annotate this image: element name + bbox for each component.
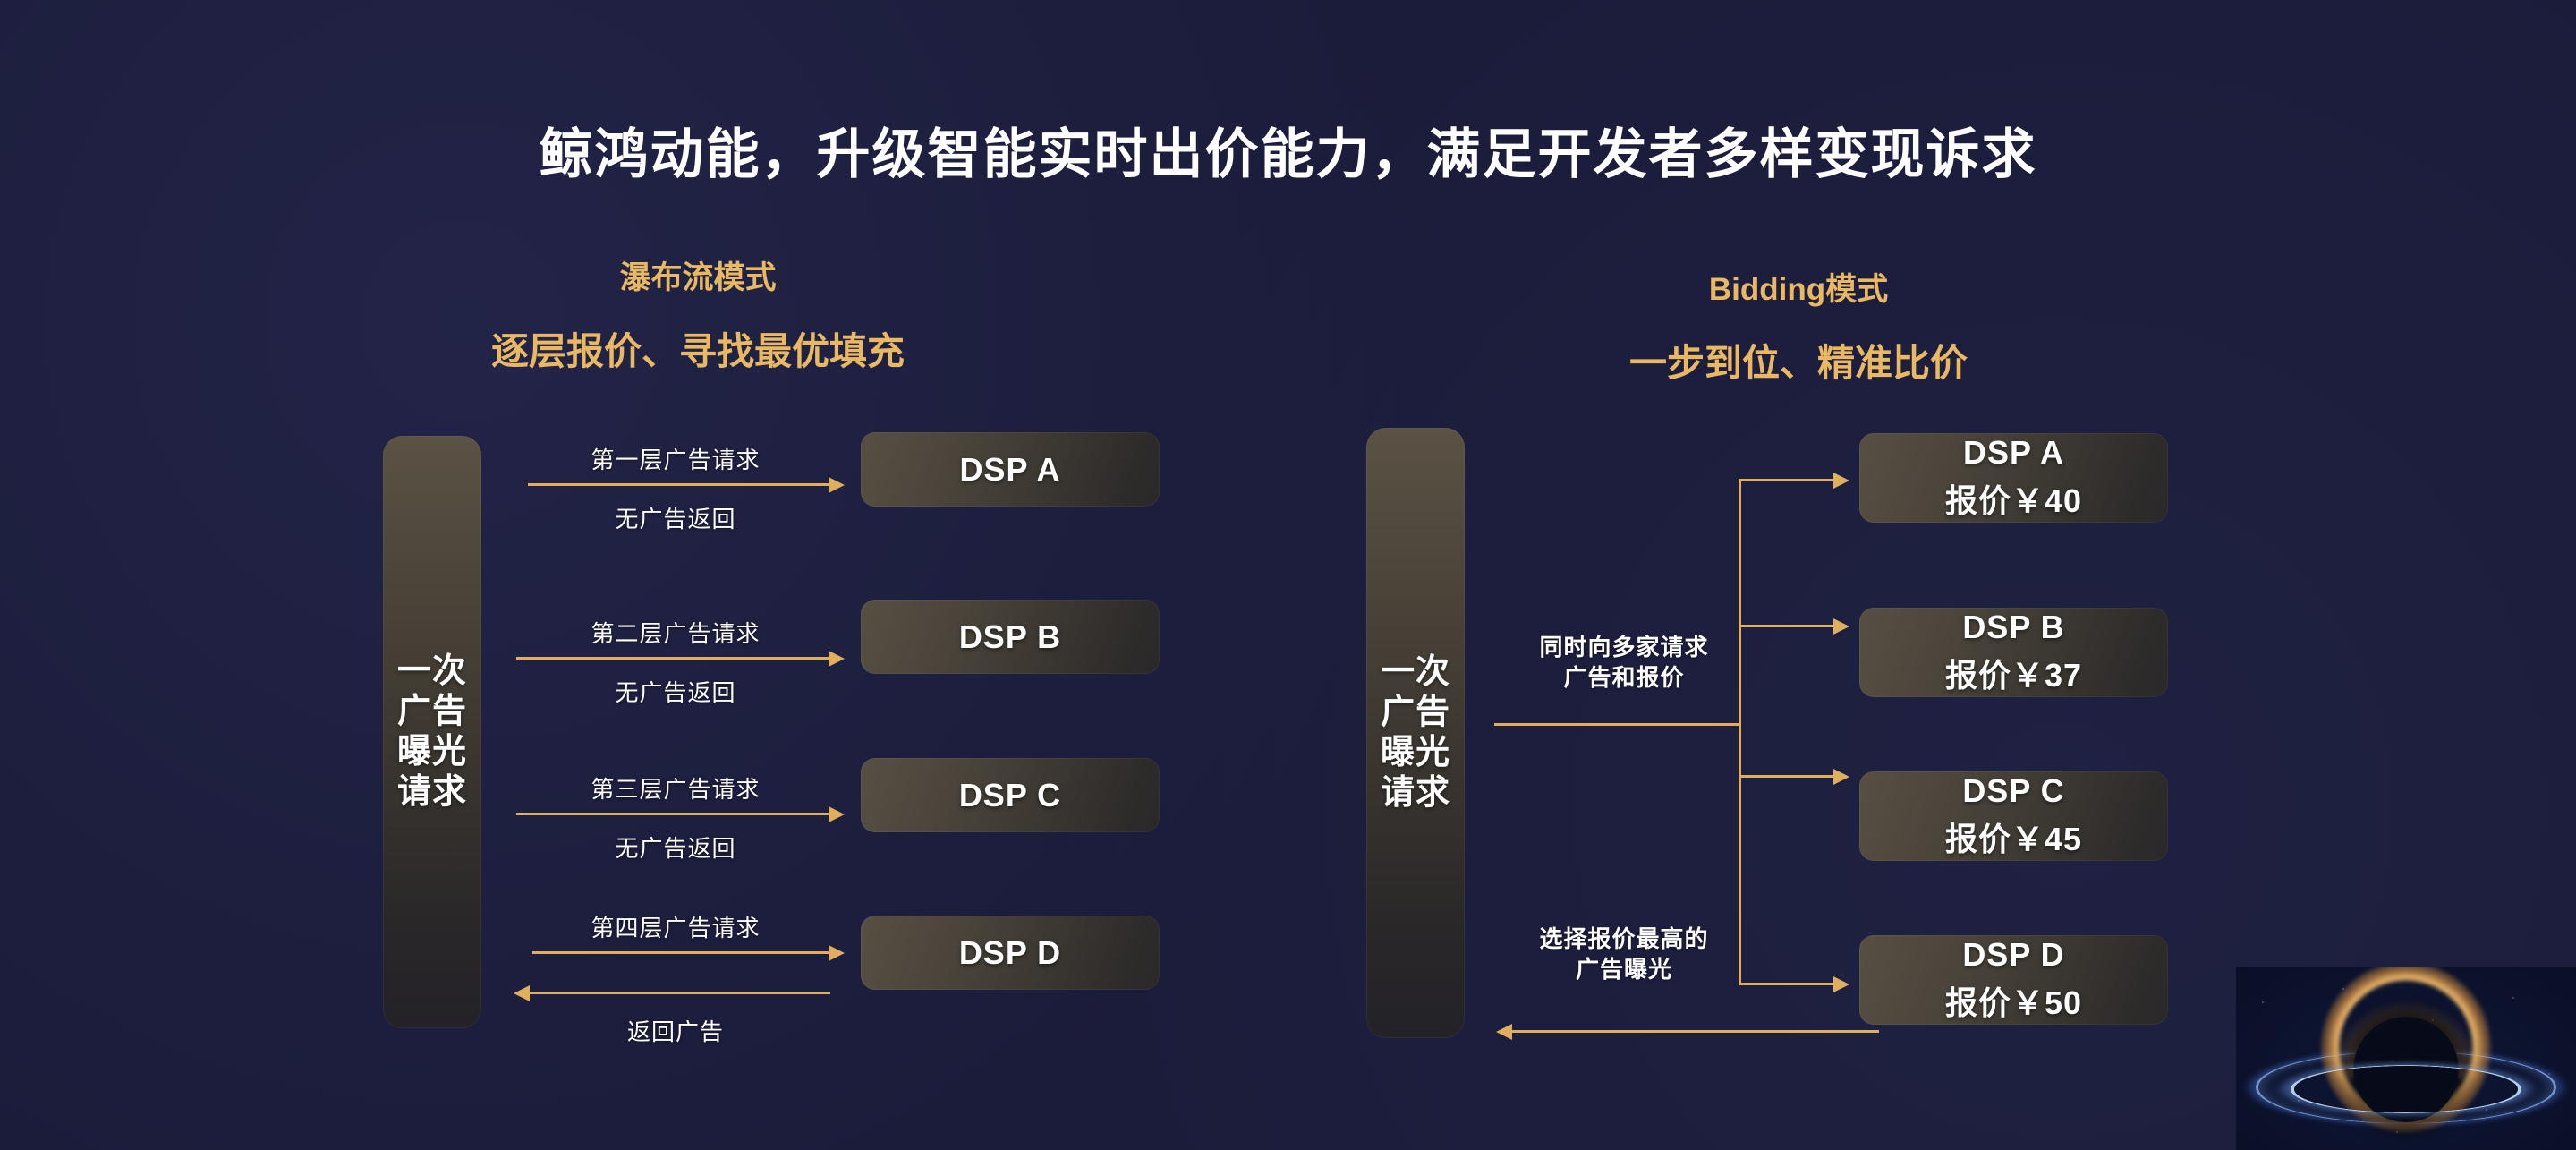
dsp-box-b-right-price: 报价￥37: [1944, 657, 2083, 694]
left-step-3-return-label: 无广告返回: [615, 835, 736, 862]
bidding-return-arrow-head: [1496, 1024, 1512, 1040]
dsp-box-c-right-price: 报价￥45: [1944, 821, 2083, 857]
bidding-branch-1-line: [1739, 479, 1835, 481]
dsp-box-c-right-name: DSP C: [1962, 772, 2065, 809]
dsp-box-c-right[interactable]: DSP C 报价￥45: [1859, 771, 2168, 861]
bidding-result-note: 选择报价最高的广告曝光: [1539, 925, 1709, 984]
right-ad-request-bar: 一次广告曝光请求: [1366, 428, 1465, 1038]
blackhole-inner-ring: [2291, 1065, 2521, 1114]
dsp-box-b-right-name: DSP B: [1962, 609, 2065, 645]
dsp-box-a-right-price: 报价￥40: [1944, 482, 2083, 519]
dsp-box-d-right-name: DSP D: [1962, 936, 2065, 973]
bidding-branch-3-line: [1739, 775, 1835, 778]
dsp-box-b-left[interactable]: DSP B: [861, 600, 1160, 674]
right-panel-subheading: 一步到位、精准比价: [1628, 342, 1968, 384]
bidding-branch-4-arrow-head: [1833, 976, 1849, 992]
bidding-branch-3-arrow-head: [1833, 769, 1849, 785]
blackhole-event-horizon: [2353, 1016, 2459, 1122]
left-step-4-return-arrow-line: [530, 992, 830, 994]
dsp-box-d-right-price: 报价￥50: [1944, 984, 2083, 1021]
left-step-1-return-label: 无广告返回: [615, 506, 736, 532]
dsp-box-a-left[interactable]: DSP A: [861, 432, 1160, 507]
left-step-3-arrow-line: [516, 813, 830, 815]
dsp-box-a-right[interactable]: DSP A 报价￥40: [1859, 433, 2168, 523]
left-step-4-return-arrow-head: [514, 985, 530, 1001]
bidding-trunk-upper: [1739, 479, 1741, 723]
dsp-box-b-right[interactable]: DSP B 报价￥37: [1859, 608, 2168, 697]
left-step-1-arrow-head: [829, 477, 845, 493]
dsp-box-c-left-label: DSP C: [958, 776, 1062, 814]
left-step-3-request-label: 第三层广告请求: [591, 776, 761, 803]
left-panel-heading: 瀑布流模式: [619, 260, 777, 295]
left-step-1-arrow-line: [528, 483, 830, 486]
dsp-box-b-left-label: DSP B: [958, 618, 1062, 655]
left-step-4-arrow-head: [829, 945, 845, 961]
left-step-1-request-label: 第一层广告请求: [591, 447, 761, 473]
left-step-4-arrow-line: [532, 951, 830, 954]
right-panel-heading-group: Bidding模式 一步到位、精准比价: [1485, 264, 2112, 388]
left-step-4-request-label: 第四层广告请求: [591, 915, 761, 941]
dsp-box-d-left-label: DSP D: [958, 933, 1062, 971]
bidding-branch-1-arrow-head: [1833, 473, 1849, 489]
dsp-box-d-left[interactable]: DSP D: [861, 916, 1160, 990]
left-ad-request-bar: 一次广告曝光请求: [383, 436, 481, 1028]
bidding-branch-2-line: [1739, 625, 1835, 627]
left-step-2-arrow-head: [829, 651, 845, 667]
dsp-box-a-right-name: DSP A: [1962, 434, 2065, 471]
left-step-4-return-label: 返回广告: [626, 1018, 724, 1045]
bidding-branch-4-line: [1739, 983, 1835, 985]
left-step-3-arrow-head: [829, 806, 845, 822]
right-panel-heading: Bidding模式: [1708, 272, 1889, 307]
left-step-2-request-label: 第二层广告请求: [591, 620, 761, 647]
bidding-trunk-lower: [1739, 723, 1741, 983]
bidding-request-note: 同时向多家请求广告和报价: [1539, 634, 1709, 692]
bidding-trunk-stem: [1494, 723, 1740, 726]
left-panel-subheading: 逐层报价、寻找最优填充: [490, 330, 905, 372]
dsp-box-c-left[interactable]: DSP C: [861, 758, 1160, 832]
dsp-box-d-right[interactable]: DSP D 报价￥50: [1859, 935, 2168, 1025]
left-ad-request-bar-label: 一次广告曝光请求: [396, 652, 467, 811]
bidding-return-arrow-line: [1512, 1030, 1879, 1033]
bidding-branch-2-arrow-head: [1833, 618, 1849, 635]
blackhole-graphic: [2236, 967, 2576, 1150]
left-panel-heading-group: 瀑布流模式 逐层报价、寻找最优填充: [385, 252, 1011, 376]
left-step-2-arrow-line: [516, 657, 830, 660]
right-ad-request-bar-label: 一次广告曝光请求: [1380, 653, 1450, 812]
page-title: 鲸鸿动能，升级智能实时出价能力，满足开发者多样变现诉求: [539, 124, 2037, 184]
left-step-2-return-label: 无广告返回: [615, 679, 736, 706]
dsp-box-a-left-label: DSP A: [959, 450, 1061, 488]
